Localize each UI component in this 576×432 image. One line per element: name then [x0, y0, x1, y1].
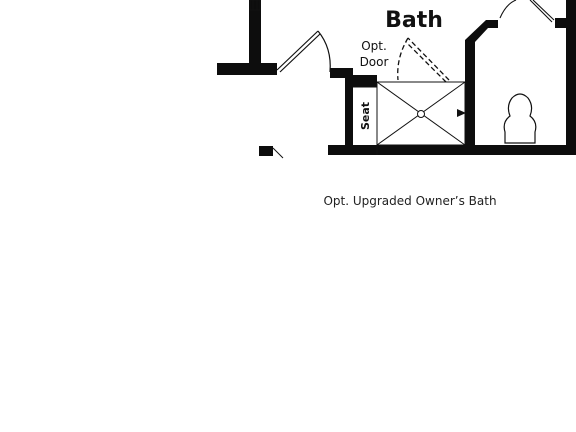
door-swing-right-icon [499, 0, 555, 23]
room-label-bath: Bath [385, 8, 443, 33]
drain-icon [417, 110, 425, 118]
wall-bottom-left-stub [259, 146, 273, 156]
wall-angled [465, 20, 498, 42]
door-swing-icon [276, 30, 331, 73]
plan-caption: Opt. Upgraded Owner’s Bath [323, 194, 497, 208]
wall-shower-right [465, 40, 475, 150]
wall-bottom [328, 145, 576, 155]
walls [217, 0, 576, 156]
wall-seat-top [345, 75, 377, 87]
wall-left-horizontal [217, 63, 277, 75]
wall-top-right-stub [555, 18, 567, 28]
wall-left-vertical [249, 0, 261, 73]
window-icon [249, 0, 261, 11]
wall-seat-left [345, 68, 353, 150]
seat-label: Seat [359, 102, 372, 130]
wall-door-jamb [330, 68, 352, 78]
wall-right-edge [566, 0, 576, 155]
optional-door-swing-icon [397, 37, 450, 83]
toilet-icon [503, 93, 537, 144]
fixture-fragment [272, 147, 284, 159]
shower-pan [376, 81, 466, 146]
optional-door-label-line1: Opt. [361, 39, 387, 53]
optional-door-label-line2: Door [360, 55, 389, 69]
shower-head-icon [457, 109, 466, 117]
